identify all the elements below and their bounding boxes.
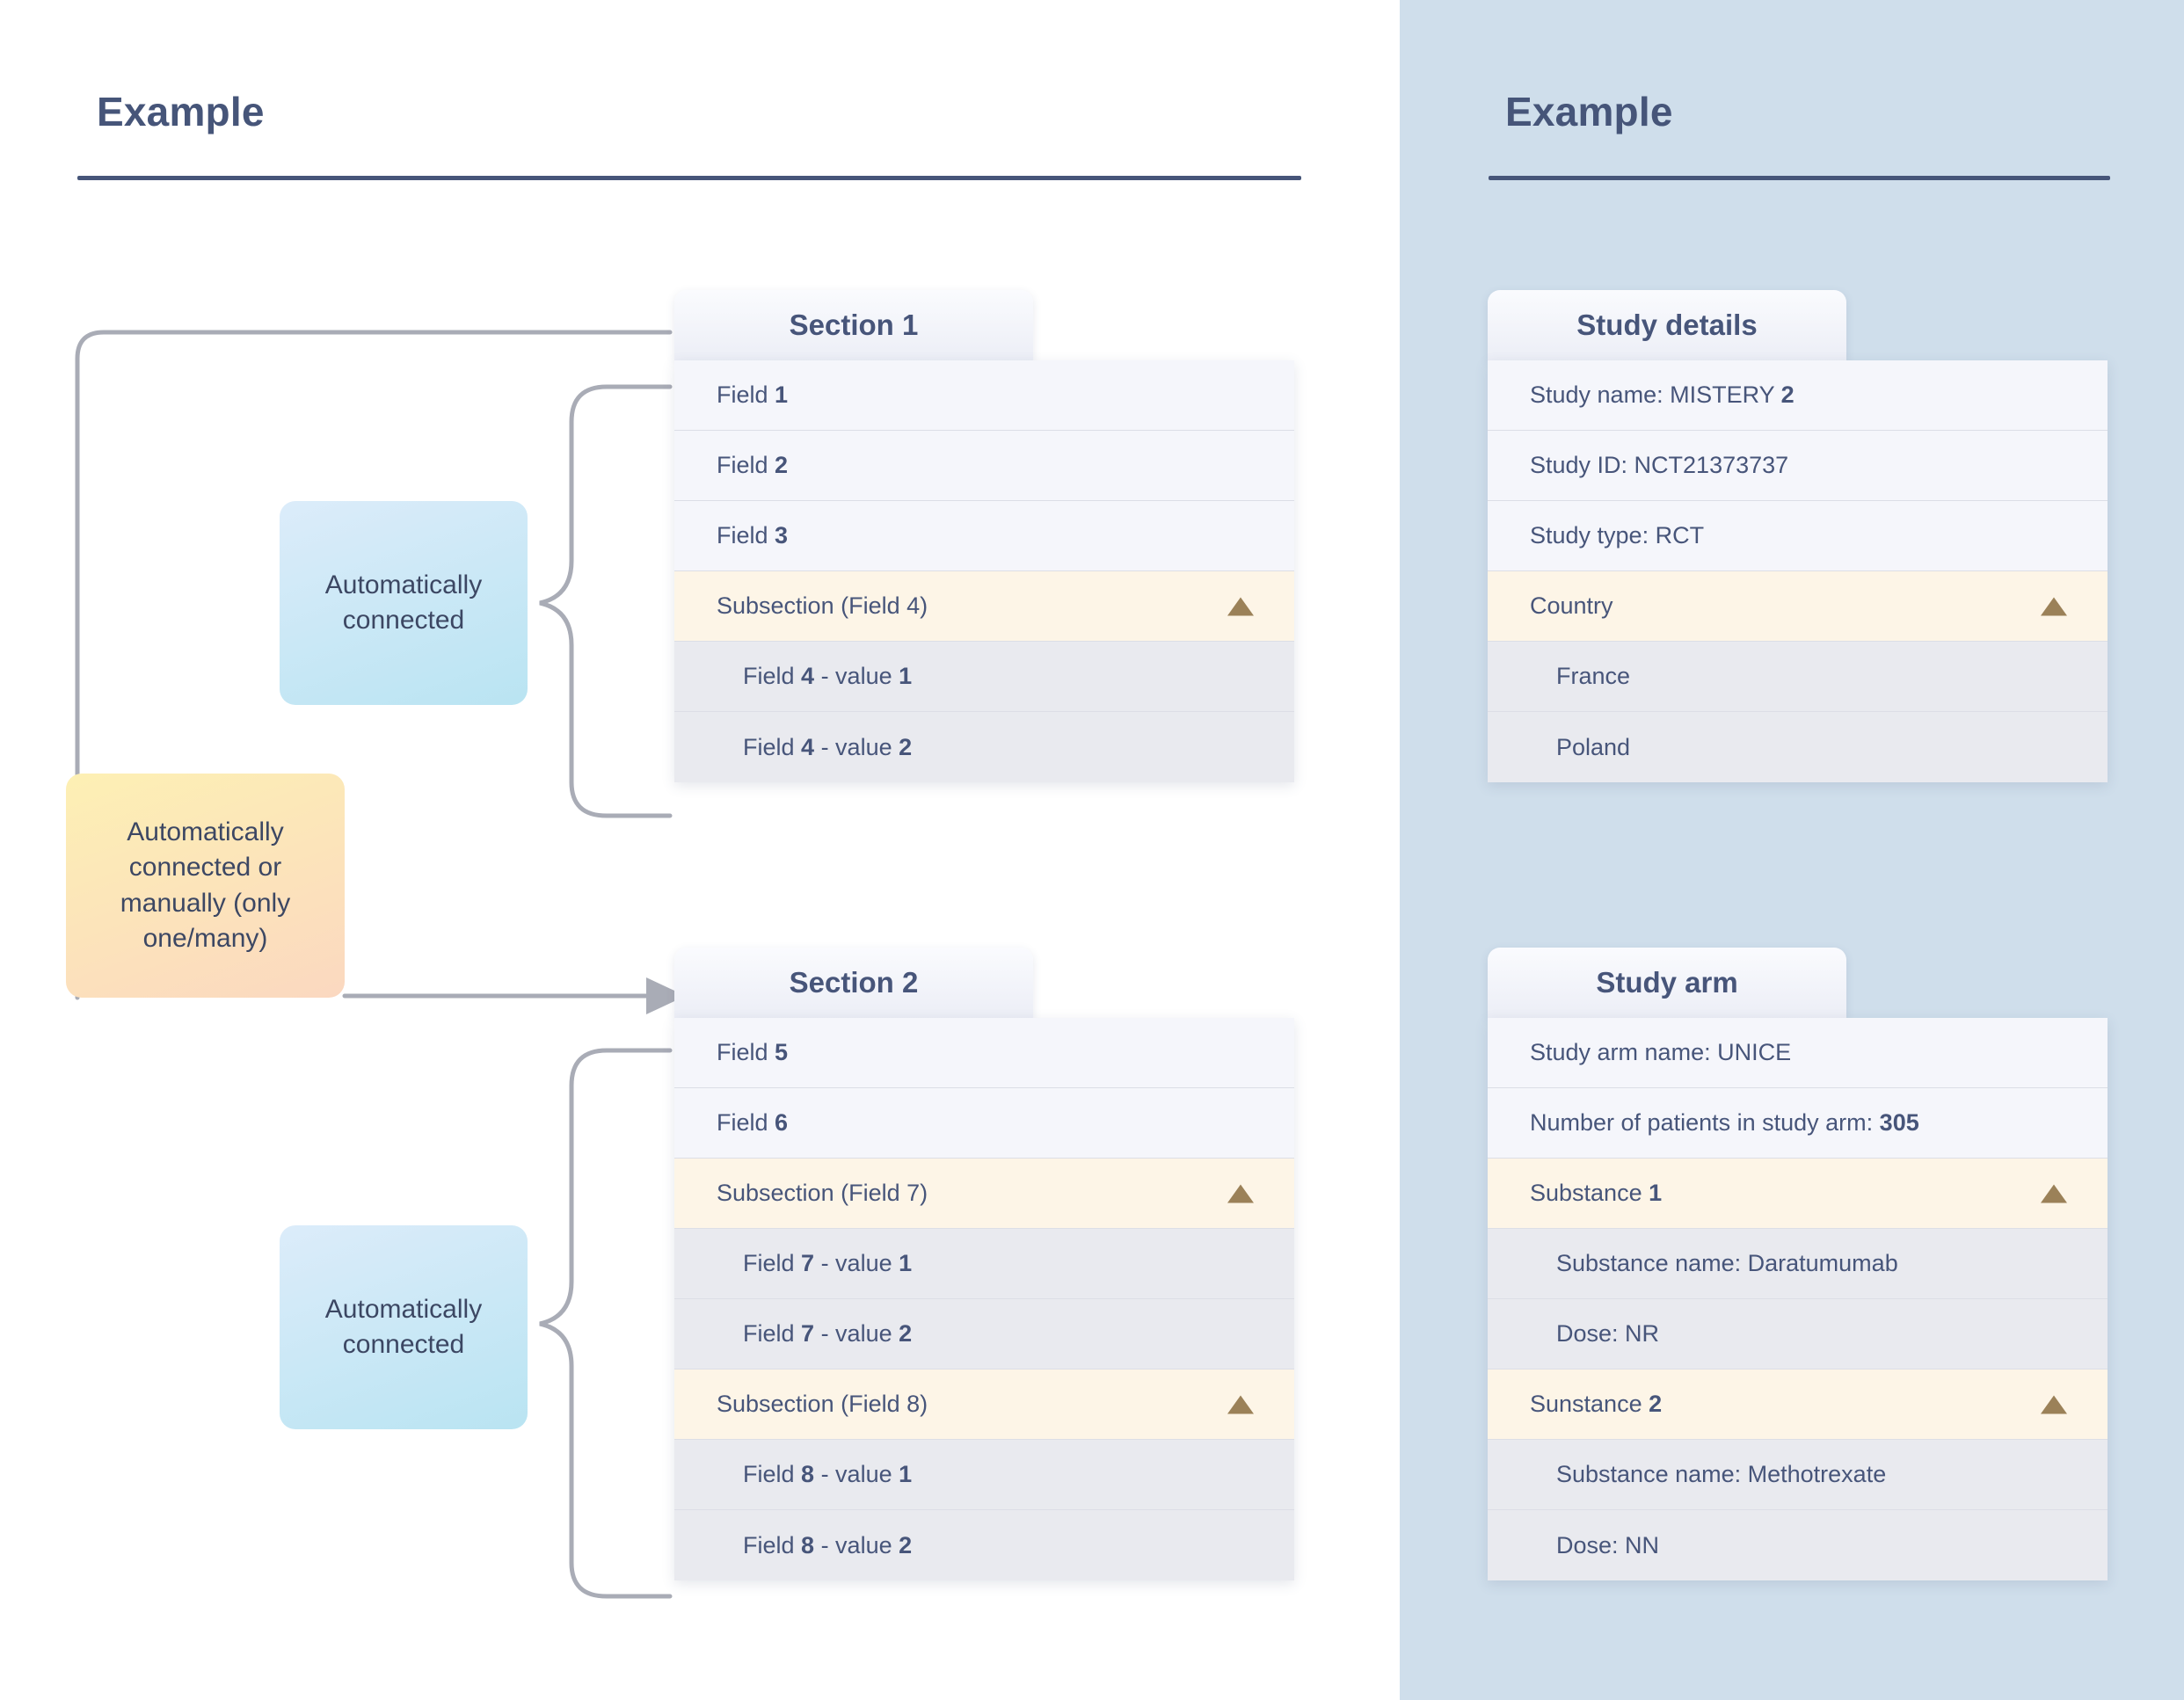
card-section-2-tab[interactable]: Section 2 (674, 948, 1033, 1018)
note-text: Automatically connected (324, 570, 483, 636)
note-automatically-connected-bottom: Automatically connected (280, 1225, 528, 1429)
card-section-1: Section 1 Field 1 Field 2 Field 3 Subsectio… (674, 290, 1294, 782)
row-label: Field 4 - value 2 (743, 733, 913, 760)
card-section-2: Section 2 Field 5 Field 6 Subsection (Fiel… (674, 948, 1294, 1580)
table-row[interactable]: Sunstance 2 (1488, 1369, 2108, 1440)
row-label: France (1556, 663, 1631, 689)
table-row[interactable]: Subsection (Field 4) (674, 571, 1294, 642)
table-row: Number of patients in study arm: 305 (1488, 1088, 2108, 1159)
table-row: Field 5 (674, 1018, 1294, 1088)
right-page-title: Example (1505, 89, 1673, 134)
caret-up-icon[interactable] (2041, 597, 2067, 615)
card-title: Section 2 (789, 966, 919, 999)
table-row: Poland (1488, 712, 2108, 782)
row-label: Field 1 (717, 381, 789, 408)
note-text: Automatically connected (324, 1294, 483, 1360)
table-row: Field 2 (674, 431, 1294, 501)
card-section-2-body: Field 5 Field 6 Subsection (Field 7) Field … (674, 1018, 1294, 1580)
table-row: Study type: RCT (1488, 501, 2108, 571)
card-study-arm-body: Study arm name: UNICE Number of patients … (1488, 1018, 2108, 1580)
card-study-arm: Study arm Study arm name: UNICE Number of… (1488, 948, 2108, 1580)
table-row: Study arm name: UNICE (1488, 1018, 2108, 1088)
row-label: Dose: NN (1556, 1531, 1660, 1558)
row-label: Number of patients in study arm: 305 (1530, 1109, 1919, 1136)
row-label: Poland (1556, 733, 1631, 760)
table-row: France (1488, 642, 2108, 712)
note-automatically-connected-top: Automatically connected (280, 501, 528, 705)
row-label: Study ID: NCT21373737 (1530, 452, 1789, 478)
row-label: Dose: NR (1556, 1320, 1660, 1347)
row-label: Subsection (Field 4) (717, 592, 928, 619)
note-automatically-connected-or-manually: Automatically connected or manually (onl… (66, 774, 345, 998)
left-page-title: Example (97, 89, 265, 134)
row-label: Field 7 - value 2 (743, 1320, 913, 1347)
row-label: Study type: RCT (1530, 522, 1705, 549)
table-row: Field 4 - value 2 (674, 712, 1294, 782)
row-label: Substance name: Daratumumab (1556, 1250, 1898, 1276)
card-study-arm-tab[interactable]: Study arm (1488, 948, 1846, 1018)
row-label: Substance name: Methotrexate (1556, 1461, 1887, 1487)
table-row: Field 4 - value 1 (674, 642, 1294, 712)
table-row: Field 8 - value 1 (674, 1440, 1294, 1510)
row-label: Field 5 (717, 1039, 789, 1065)
table-row[interactable]: Substance 1 (1488, 1159, 2108, 1229)
table-row[interactable]: Subsection (Field 8) (674, 1369, 1294, 1440)
row-label: Subsection (Field 8) (717, 1391, 928, 1417)
row-label: Subsection (Field 7) (717, 1180, 928, 1206)
row-label: Substance 1 (1530, 1180, 1663, 1206)
card-title: Study arm (1596, 966, 1738, 999)
row-label: Field 2 (717, 452, 789, 478)
table-row: Dose: NN (1488, 1510, 2108, 1580)
row-label: Study arm name: UNICE (1530, 1039, 1792, 1065)
table-row: Study ID: NCT21373737 (1488, 431, 2108, 501)
right-title-rule (1489, 176, 2110, 180)
caret-up-icon[interactable] (1227, 597, 1254, 615)
table-row: Substance name: Daratumumab (1488, 1229, 2108, 1299)
note-text: Automatically connected or manually (onl… (120, 817, 291, 954)
caret-up-icon[interactable] (1227, 1184, 1254, 1202)
table-row: Field 7 - value 1 (674, 1229, 1294, 1299)
card-title: Section 1 (789, 309, 919, 341)
table-row[interactable]: Country (1488, 571, 2108, 642)
caret-up-icon[interactable] (2041, 1184, 2067, 1202)
card-section-1-body: Field 1 Field 2 Field 3 Subsection (Field 4… (674, 360, 1294, 782)
table-row: Field 7 - value 2 (674, 1299, 1294, 1369)
brace-section2 (539, 1048, 673, 1599)
row-label: Field 7 - value 1 (743, 1250, 913, 1276)
row-label: Field 8 - value 2 (743, 1531, 913, 1558)
row-label: Field 4 - value 1 (743, 663, 913, 689)
card-study-details-body: Study name: MISTERY 2 Study ID: NCT213737… (1488, 360, 2108, 782)
row-label: Sunstance 2 (1530, 1391, 1663, 1417)
row-label: Country (1530, 592, 1613, 619)
table-row[interactable]: Subsection (Field 7) (674, 1159, 1294, 1229)
table-row: Field 1 (674, 360, 1294, 431)
table-row: Substance name: Methotrexate (1488, 1440, 2108, 1510)
row-label: Field 3 (717, 522, 789, 549)
caret-up-icon[interactable] (2041, 1395, 2067, 1413)
left-title-rule (77, 176, 1301, 180)
row-label: Study name: MISTERY 2 (1530, 381, 1795, 408)
row-label: Field 6 (717, 1109, 789, 1136)
table-row: Field 6 (674, 1088, 1294, 1159)
card-title: Study details (1576, 309, 1758, 341)
row-label: Field 8 - value 1 (743, 1461, 913, 1487)
table-row: Field 8 - value 2 (674, 1510, 1294, 1580)
caret-up-icon[interactable] (1227, 1395, 1254, 1413)
card-section-1-tab[interactable]: Section 1 (674, 290, 1033, 360)
brace-section1 (539, 384, 673, 818)
table-row: Field 3 (674, 501, 1294, 571)
card-study-details-tab[interactable]: Study details (1488, 290, 1846, 360)
table-row: Study name: MISTERY 2 (1488, 360, 2108, 431)
table-row: Dose: NR (1488, 1299, 2108, 1369)
